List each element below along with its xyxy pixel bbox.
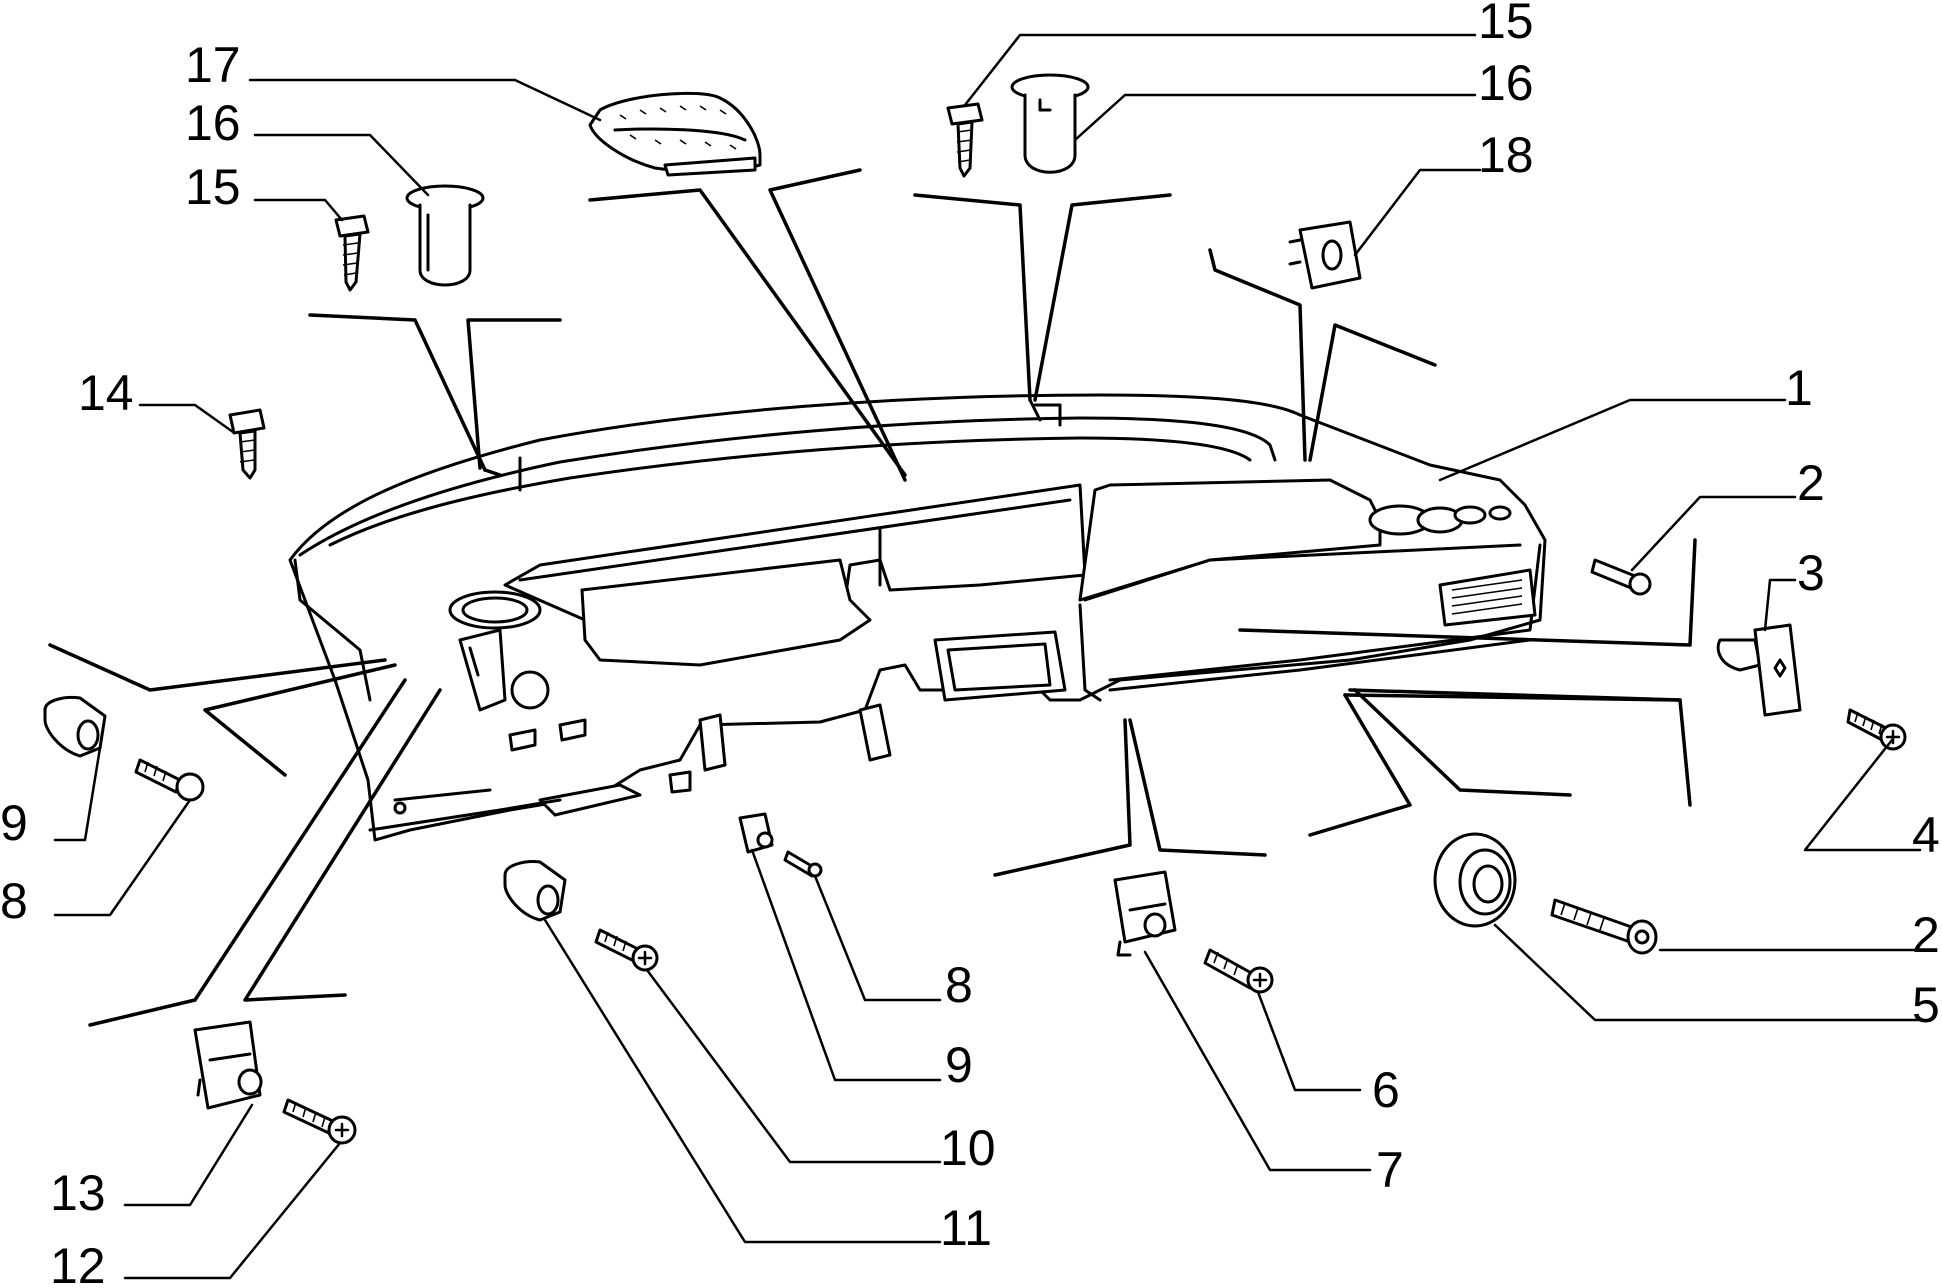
- screw-part-6: [1203, 948, 1274, 994]
- assembly-guide-lines: [48, 168, 1697, 1027]
- vent-grille-part: [588, 91, 762, 177]
- screw-part-2-lower: [1550, 898, 1658, 955]
- callout-16: 16: [185, 95, 241, 151]
- callout-15: 15: [185, 159, 241, 215]
- callout-9: 9: [945, 1037, 973, 1093]
- clip-plate-part-18: [1288, 220, 1362, 290]
- callout-2: 2: [1912, 907, 1940, 963]
- callout-10: 10: [940, 1120, 996, 1176]
- callout-5: 5: [1912, 977, 1940, 1033]
- screw-part-8-left: [134, 758, 205, 802]
- callout-11: 11: [940, 1200, 992, 1256]
- cap-part-right: [1010, 73, 1090, 174]
- callout-15: 15: [1478, 0, 1534, 49]
- trim-plug-part-3: [1716, 623, 1802, 717]
- grommet-part-5: [1433, 832, 1517, 928]
- callout-leaders: [53, 33, 1922, 1280]
- callout-3: 3: [1797, 545, 1825, 601]
- callout-13: 13: [50, 1165, 106, 1221]
- callout-6: 6: [1372, 1062, 1400, 1118]
- callout-18: 18: [1478, 127, 1534, 183]
- dashboard-panel: [288, 393, 1547, 842]
- bolt-part-14: [228, 408, 266, 480]
- callout-4: 4: [1912, 807, 1940, 863]
- callout-1: 1: [1785, 360, 1813, 416]
- clip-nut-part-9-centre: [738, 812, 774, 854]
- callout-7: 7: [1376, 1142, 1404, 1198]
- screw-part-12: [282, 1098, 357, 1145]
- clip-nut-part-13: [193, 1020, 263, 1110]
- callout-16: 16: [1478, 55, 1534, 111]
- screw-part-4: [1846, 708, 1907, 751]
- callout-17: 17: [185, 37, 241, 93]
- callout-8: 8: [945, 957, 973, 1013]
- screw-part-2-right: [1590, 558, 1652, 596]
- screw-part-10: [594, 928, 659, 972]
- screw-part-15-left: [334, 214, 370, 292]
- callout-8: 8: [0, 873, 28, 929]
- clip-nut-part-7: [1113, 870, 1177, 957]
- screw-part-15-right: [946, 102, 984, 178]
- cap-part-left: [405, 184, 485, 287]
- callout-12: 12: [50, 1238, 106, 1288]
- callout-2: 2: [1797, 455, 1825, 511]
- screw-part-8-centre: [783, 850, 823, 878]
- plug-part-9-left: [43, 696, 107, 758]
- callout-9: 9: [0, 795, 28, 851]
- callout-14: 14: [78, 365, 134, 421]
- plug-part-11: [503, 860, 567, 922]
